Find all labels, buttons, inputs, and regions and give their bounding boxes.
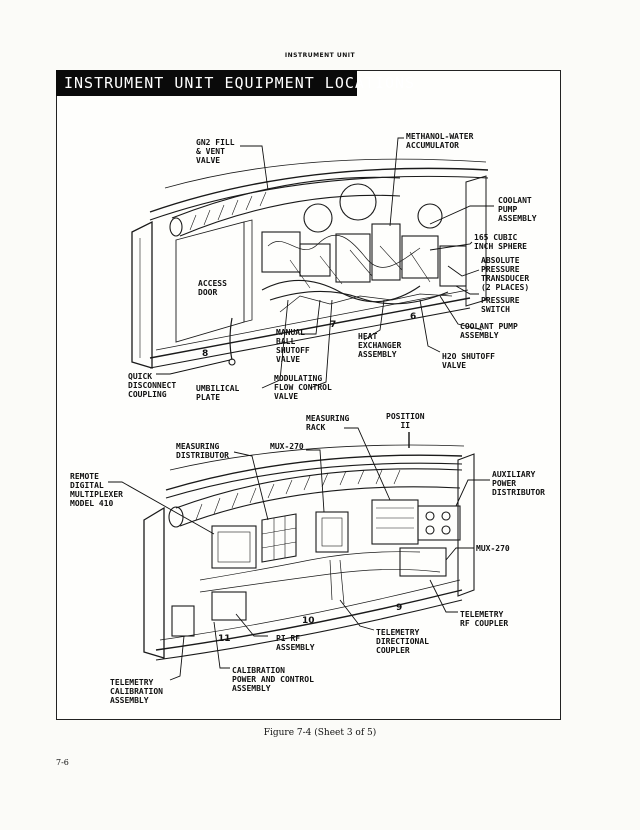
leader-lines <box>108 137 494 681</box>
coolant-pump-assembly-2-label: COOLANT PUMP ASSEMBLY <box>460 322 518 340</box>
running-head: INSTRUMENT UNIT <box>284 52 356 59</box>
measuring-distributor-label: MEASURING DISTRIBUTOR <box>176 442 229 460</box>
quick-disconnect-coupling-label: QUICK DISCONNECT COUPLING <box>128 372 177 399</box>
access-door-label: ACCESS DOOR <box>198 279 227 297</box>
lower-unit-drawing <box>143 444 475 661</box>
upper-unit-drawing <box>131 158 489 369</box>
manual-ball-shutoff-valve-label: MANUAL BALL SHUTOFF VALVE <box>276 328 310 364</box>
position-number-6: 6 <box>410 312 417 322</box>
coolant-pump-assembly-label: COOLANT PUMP ASSEMBLY <box>498 196 537 223</box>
position-number-7: 7 <box>330 320 337 330</box>
figure-caption: Figure 7-4 (Sheet 3 of 5) <box>263 728 377 738</box>
telemetry-directional-coupler-label: TELEMETRY DIRECTIONAL COUPLER <box>376 628 429 655</box>
measuring-rack-label: MEASURING RACK <box>306 414 350 432</box>
position-number-11: 11 <box>218 634 231 644</box>
gn2-fill-vent-valve-label: GN2 FILL & VENT VALVE <box>196 138 235 165</box>
h2o-shutoff-valve-label: H2O SHUTOFF VALVE <box>442 352 495 370</box>
position-number-10: 10 <box>302 616 315 626</box>
methanol-water-accumulator-label: METHANOL-WATER ACCUMULATOR <box>406 132 474 150</box>
figure-title: INSTRUMENT UNIT EQUIPMENT LOCATIONS <box>56 70 414 96</box>
position-ii-label: POSITION II <box>386 412 425 430</box>
calibration-power-control-label: CALIBRATION POWER AND CONTROL ASSEMBLY <box>232 666 314 693</box>
modulating-flow-control-valve-label: MODULATING FLOW CONTROL VALVE <box>274 374 332 401</box>
telemetry-rf-coupler-label: TELEMETRY RF COUPLER <box>460 610 509 628</box>
telemetry-calibration-assembly-label: TELEMETRY CALIBRATION ASSEMBLY <box>110 678 163 705</box>
mux-270-right-label: MUX-270 <box>476 544 510 553</box>
pi-rf-assembly-label: PI RF ASSEMBLY <box>276 634 315 652</box>
absolute-pressure-transducer-label: ABSOLUTE PRESSURE TRANSDUCER (2 PLACES) <box>481 256 530 292</box>
position-number-9: 9 <box>396 603 403 613</box>
remote-digital-multiplexer-label: REMOTE DIGITAL MULTIPLEXER MODEL 410 <box>70 472 123 508</box>
mux-270-top-label: MUX-270 <box>270 442 304 451</box>
auxiliary-power-distributor-label: AUXILIARY POWER DISTRIBUTOR <box>492 470 545 497</box>
position-number-8: 8 <box>202 349 209 359</box>
umbilical-plate-label: UMBILICAL PLATE <box>196 384 240 402</box>
heat-exchanger-assembly-label: HEAT EXCHANGER ASSEMBLY <box>358 332 402 359</box>
sphere-label: 165 CUBIC INCH SPHERE <box>474 233 527 251</box>
pressure-switch-label: PRESSURE SWITCH <box>481 296 520 314</box>
page-number: 7-6 <box>56 758 69 767</box>
